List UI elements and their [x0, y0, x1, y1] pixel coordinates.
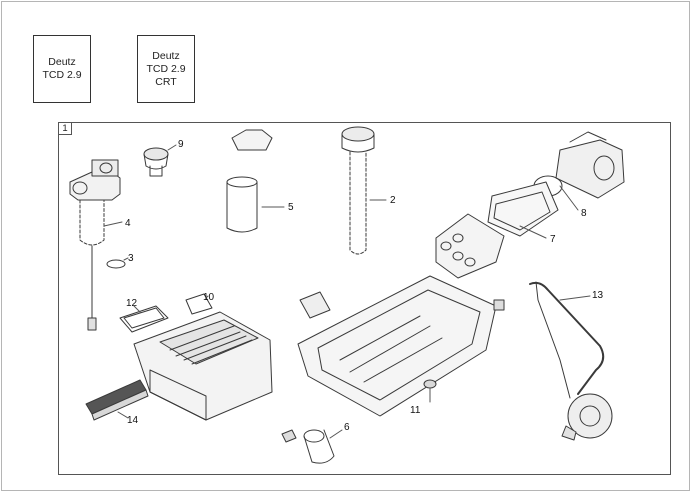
part-6-oil-filter[interactable]: [281, 429, 343, 464]
part-14-filter-panel[interactable]: [85, 379, 149, 421]
part-2-dipstick-sensor[interactable]: [341, 126, 387, 255]
part-4-fuel-filter-housing[interactable]: [69, 159, 123, 331]
part-3-o-ring[interactable]: [106, 257, 129, 269]
engine-option-model: TCD 2.9: [42, 69, 82, 81]
part-13-drive-belt[interactable]: [529, 281, 613, 441]
callout-3: 3: [128, 253, 134, 264]
part-10-small-gasket[interactable]: [185, 293, 213, 315]
callout-7: 7: [550, 234, 556, 245]
callout-10: 10: [203, 292, 215, 303]
group-number-tag: 1: [58, 122, 72, 135]
oil-pan[interactable]: [297, 275, 505, 417]
callout-8: 8: [581, 208, 587, 219]
callout-12: 12: [126, 298, 138, 309]
valve-cover-assembly[interactable]: [133, 311, 273, 421]
part-7-air-filter-element[interactable]: [487, 181, 559, 239]
callout-11: 11: [410, 405, 421, 416]
part-8-air-intake-housing[interactable]: [533, 131, 625, 211]
engine-option-brand: Deutz: [152, 49, 180, 62]
part-7-filter-cartridge[interactable]: [435, 213, 505, 279]
engine-option-brand: Deutz: [48, 56, 76, 68]
callout-4: 4: [125, 218, 131, 229]
callout-9: 9: [178, 139, 184, 150]
callout-6: 6: [344, 422, 350, 433]
engine-option-tcd29[interactable]: Deutz TCD 2.9: [33, 35, 91, 103]
callout-14: 14: [127, 415, 139, 426]
parts-group-box: [58, 122, 671, 475]
part-5-filter-cartridge[interactable]: [226, 129, 285, 233]
part-9-filler-cap[interactable]: [143, 144, 177, 177]
engine-option-model: TCD 2.9 CRT: [146, 62, 186, 88]
callout-13: 13: [592, 290, 604, 301]
engine-option-tcd29-crt[interactable]: Deutz TCD 2.9 CRT: [137, 35, 195, 103]
callout-5: 5: [288, 202, 294, 213]
part-12-gasket[interactable]: [119, 305, 169, 333]
callout-2: 2: [390, 195, 396, 206]
part-11-drain-plug[interactable]: [423, 379, 437, 403]
